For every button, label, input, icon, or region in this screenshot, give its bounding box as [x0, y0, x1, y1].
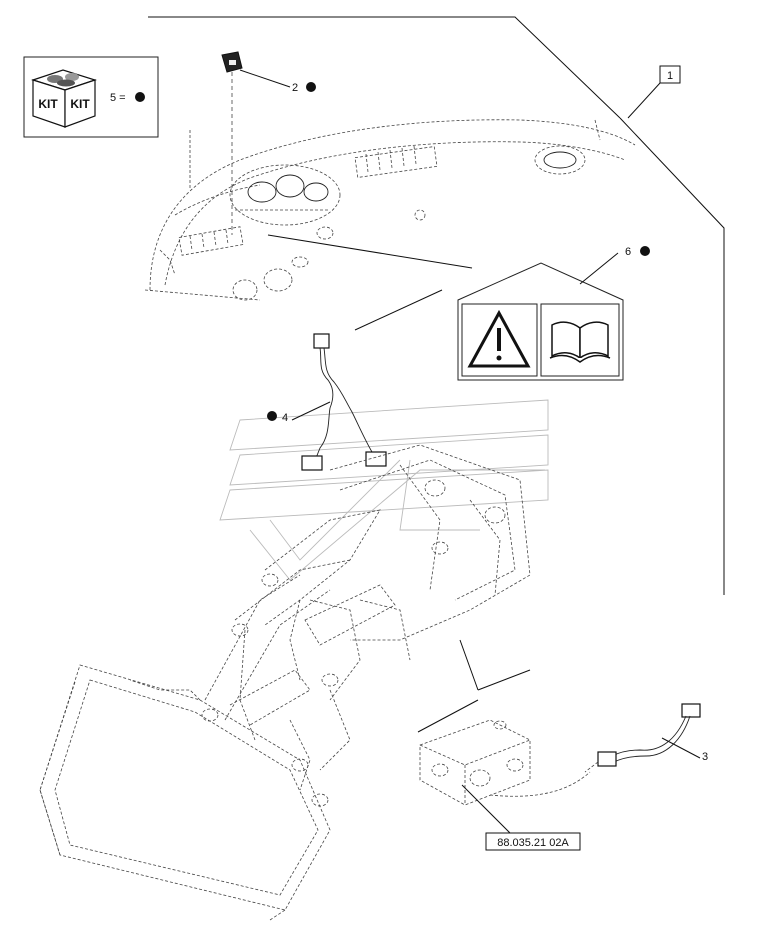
reference-label: 88.035.21 02A	[461, 784, 581, 851]
watermark-logo	[219, 399, 549, 581]
callout-6-dot-icon	[640, 246, 650, 256]
kit-legend: KIT KIT 5 =	[23, 56, 159, 138]
callout-box-1	[659, 65, 681, 84]
callout-3-label: 3	[702, 751, 708, 763]
switch-item-2: 2	[221, 51, 316, 235]
warning-decal-item-6: 6	[457, 246, 650, 381]
callout-6-label: 6	[625, 246, 631, 258]
kit-text-left: KIT	[38, 97, 58, 111]
dashboard-drawing	[144, 119, 636, 301]
callout-4-label: 4	[282, 412, 288, 424]
kit-box-icon: KIT KIT	[31, 69, 97, 128]
wire-harness-item-3: 3	[584, 703, 708, 773]
wire-harness-item-4: 4	[267, 333, 387, 471]
kit-text-right: KIT	[70, 97, 90, 111]
callout-2-label: 2	[292, 82, 298, 94]
manual-book-icon	[549, 321, 611, 363]
front-loader-drawing	[39, 444, 531, 921]
valve-block	[419, 719, 591, 806]
callout-2-dot-icon	[306, 82, 316, 92]
callout-4-dot-icon	[267, 411, 277, 421]
kit-dot-icon	[135, 92, 145, 102]
kit-legend-text: 5 =	[110, 92, 126, 104]
callout-1-label: 1	[667, 70, 673, 82]
reference-text: 88.035.21 02A	[497, 837, 569, 849]
assembly-bracket: 1	[148, 16, 725, 595]
